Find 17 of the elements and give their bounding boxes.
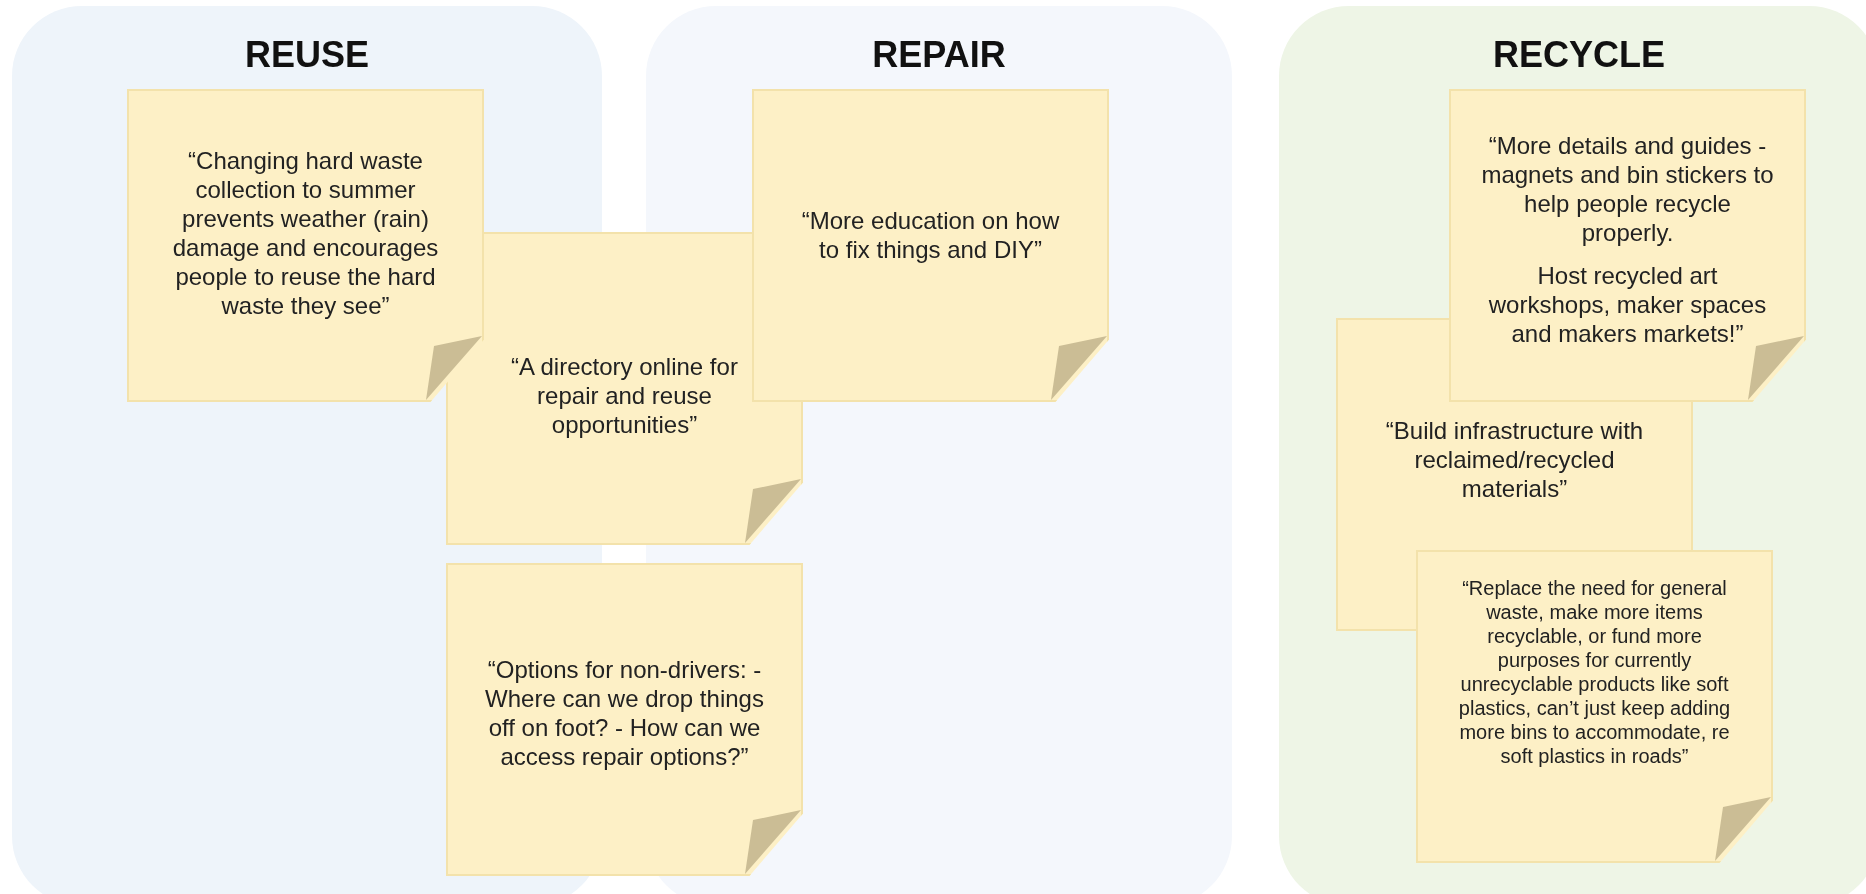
panel-title: REPAIR [871, 34, 1007, 76]
sticky-note [1449, 89, 1806, 402]
note-text: “Changing hard waste collection to summer prevents weather (rain) damage and encourages people to reuse the hard waste they see” [171, 146, 440, 320]
sticky-note [752, 89, 1109, 402]
sticky-note [1416, 550, 1773, 863]
sticky-note [446, 563, 803, 876]
note-text: “More education on how to fix things and DIY” [800, 206, 1061, 264]
panel-title: RECYCLE [1492, 34, 1666, 76]
note-text: “A directory online for repair and reuse opportunities” [510, 352, 739, 439]
panel-title: REUSE [244, 34, 370, 76]
note-text: “Replace the need for general waste, make more items recyclable, or fund more purposes for currently unrecyclable products like soft plastics, can’t just keep adding more bins to accommodate, re soft plastics in roads” [1458, 576, 1731, 768]
note-text: “Build infrastructure with reclaimed/recycled materials” [1384, 416, 1645, 503]
category-panel [1279, 6, 1866, 894]
note-text: Host recycled art workshops, maker spaces and makers markets!” [1487, 261, 1768, 348]
sticky-note [127, 89, 484, 402]
note-text: “More details and guides - magnets and bin stickers to help people recycle properly. [1480, 131, 1775, 247]
note-text: “Options for non-drivers: - Where can we drop things off on foot? - How can we access repair options?” [484, 655, 765, 771]
